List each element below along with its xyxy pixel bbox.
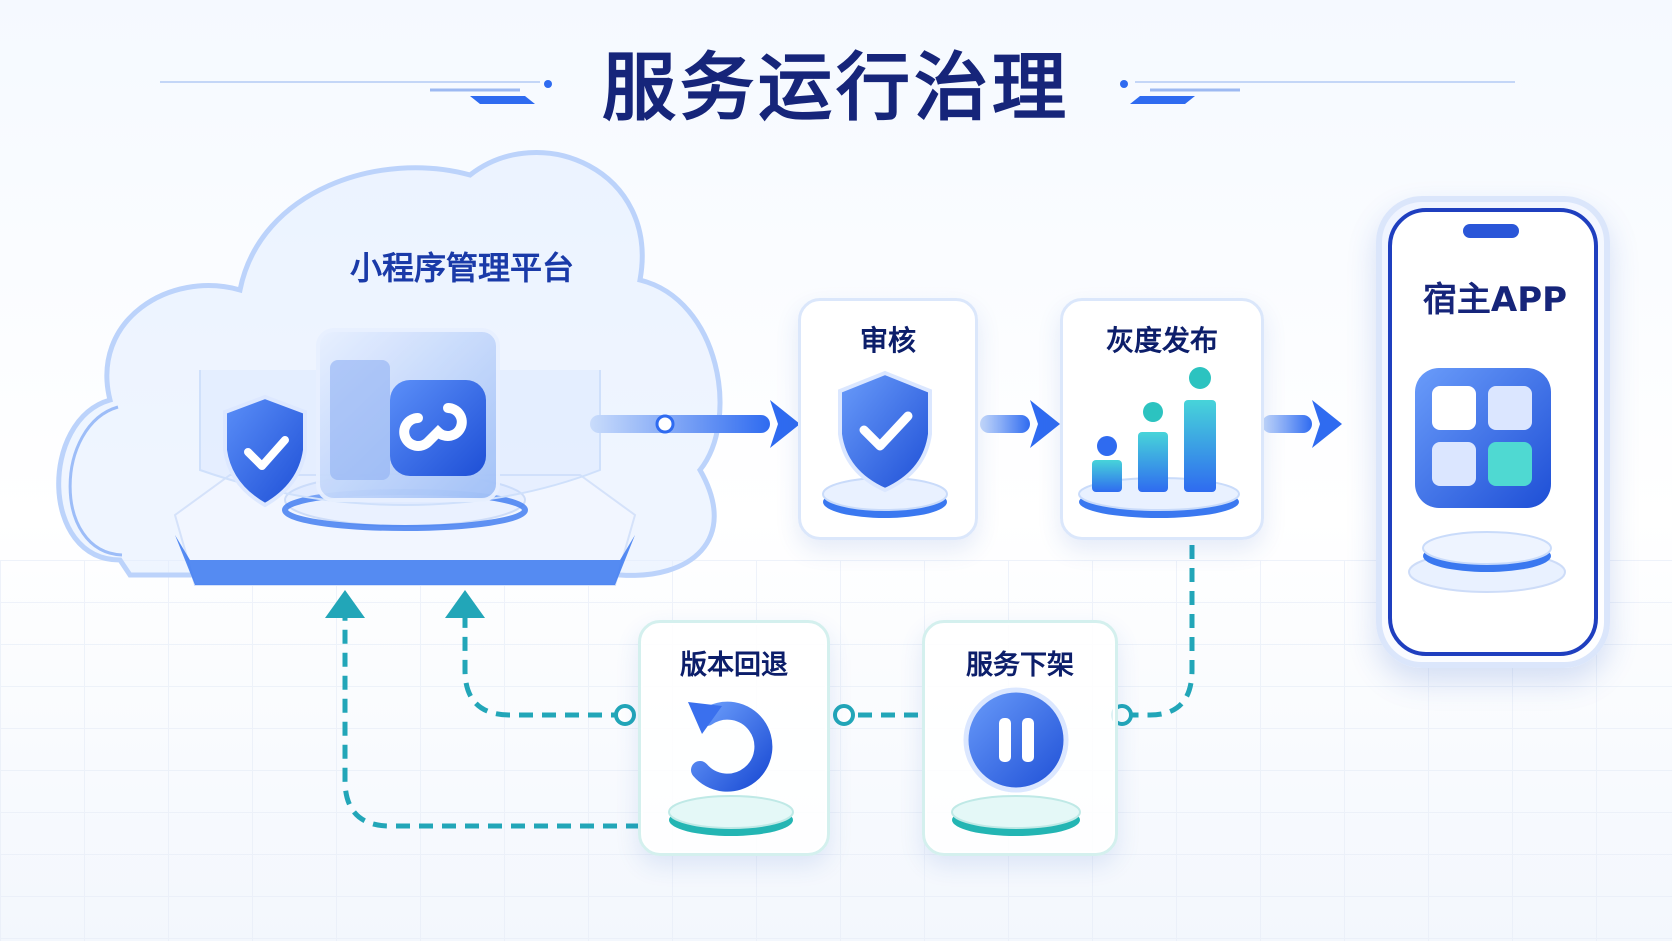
gray-release-label: 灰度发布 bbox=[1105, 324, 1218, 357]
platform-label: 小程序管理平台 bbox=[349, 249, 574, 287]
page-title: 服务运行治理 bbox=[602, 45, 1070, 131]
rollback-card[interactable]: 版本回退 bbox=[638, 620, 830, 856]
title-decoration-left bbox=[160, 80, 552, 104]
arrow-to-host-app bbox=[1262, 400, 1342, 448]
arrow-to-gray-release bbox=[980, 400, 1060, 448]
shield-check-icon bbox=[223, 394, 307, 508]
review-label: 审核 bbox=[859, 324, 916, 357]
upward-arrows bbox=[325, 590, 485, 618]
host-app-label: 宿主APP bbox=[1422, 280, 1568, 320]
host-phone[interactable] bbox=[1376, 196, 1610, 668]
phone-notch bbox=[1463, 224, 1519, 238]
takedown-label: 服务下架 bbox=[966, 650, 1074, 681]
takedown-card[interactable]: 服务下架 bbox=[922, 620, 1118, 856]
mini-program-icon bbox=[390, 380, 486, 476]
gray-release-card[interactable]: 灰度发布 bbox=[1060, 298, 1264, 540]
title-decoration-right bbox=[1120, 80, 1515, 104]
review-card[interactable]: 审核 bbox=[798, 298, 978, 540]
arrow-to-review bbox=[590, 400, 800, 448]
rollback-label: 版本回退 bbox=[680, 650, 788, 681]
dashed-flow bbox=[342, 545, 1195, 829]
